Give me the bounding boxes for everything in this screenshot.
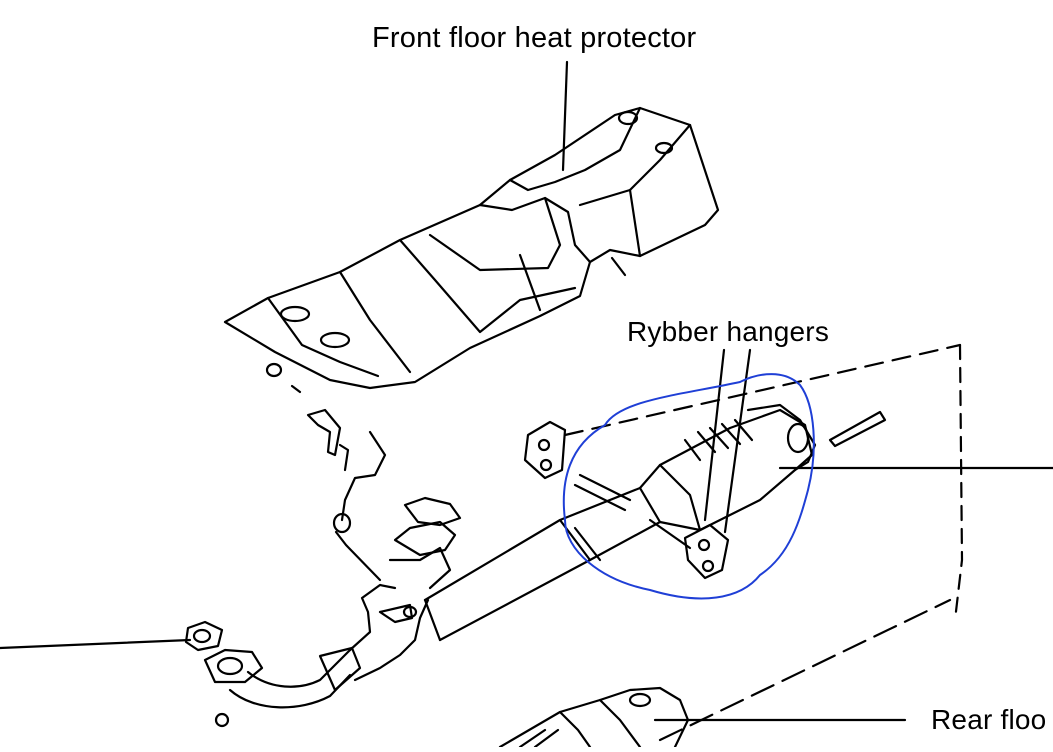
leader-front-protector	[561, 60, 569, 172]
washer	[214, 712, 230, 728]
annotation-circle	[562, 373, 815, 600]
front-exhaust-pipe	[184, 486, 662, 728]
rubber-hanger-1	[523, 420, 567, 480]
frame-line-top	[563, 343, 962, 437]
label-rubber-hangers: Rybber hangers	[627, 316, 830, 347]
rear-floor-heat-protector	[498, 686, 690, 749]
label-rear-floor: Rear floo	[931, 704, 1047, 735]
frame-line-right	[953, 343, 964, 622]
leader-left-gasket	[0, 638, 192, 650]
front-floor-heat-protector	[223, 106, 720, 390]
label-front-floor-heat-protector: Front floor heat protector	[372, 22, 697, 54]
rubber-hanger-2	[683, 523, 730, 580]
nut	[265, 362, 283, 378]
catalytic-converter	[573, 403, 817, 550]
frame-line-bottom	[658, 598, 952, 742]
clip	[290, 384, 302, 394]
oxygen-sensor	[306, 408, 387, 582]
frame-line-slot	[828, 410, 887, 448]
